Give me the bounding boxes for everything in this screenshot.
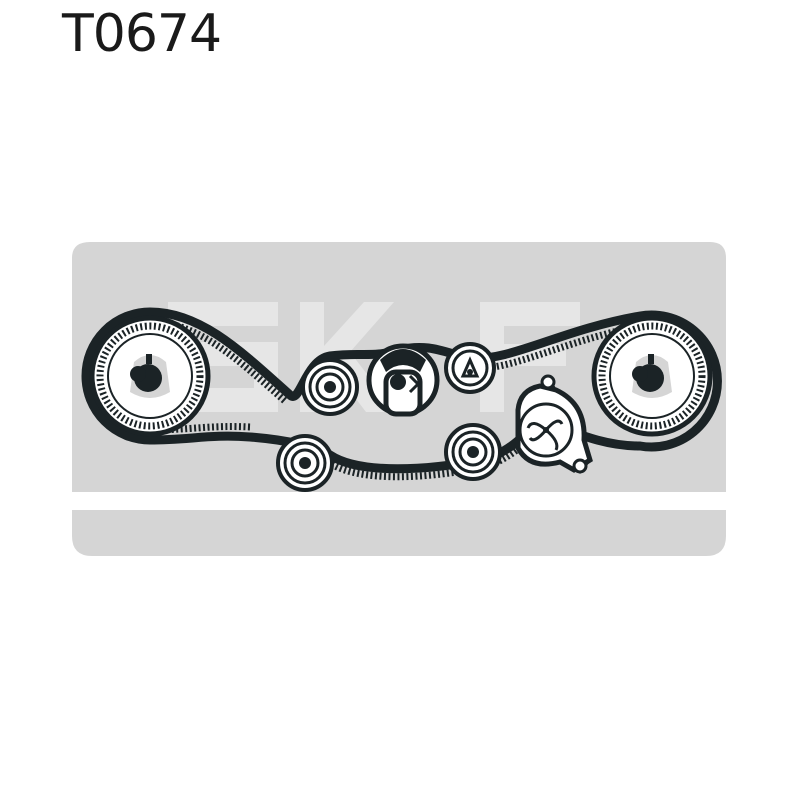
idler-pulley-icon bbox=[276, 434, 334, 492]
water-pump-icon bbox=[515, 374, 593, 474]
part-number: T0674 bbox=[62, 4, 222, 64]
idler-pulley-icon bbox=[444, 423, 502, 481]
timing-belt-icon bbox=[81, 307, 722, 481]
tensioner-pulley-icon bbox=[366, 343, 440, 417]
right-camshaft-pulley-icon bbox=[591, 315, 713, 437]
left-camshaft-pulley-icon bbox=[89, 315, 211, 437]
idler-pulley-icon bbox=[444, 342, 496, 394]
idler-pulley-icon bbox=[301, 358, 359, 416]
